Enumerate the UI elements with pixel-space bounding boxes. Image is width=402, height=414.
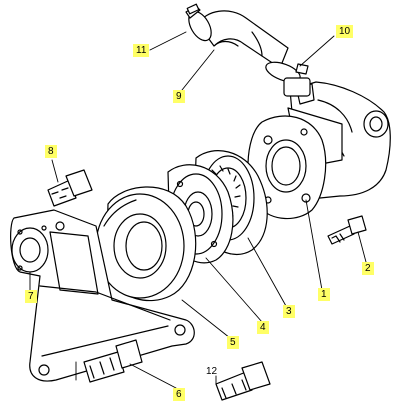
callout-2: 2: [362, 262, 374, 275]
callout-4: 4: [257, 321, 269, 334]
bolt-6: [83, 339, 143, 383]
hose-clamp-upper: [185, 3, 212, 42]
bolt-8: [47, 169, 93, 207]
callout-3: 3: [283, 305, 295, 318]
callout-12: 12: [206, 366, 218, 377]
callout-6: 6: [173, 388, 185, 401]
flange: [247, 115, 327, 220]
callout-8: 8: [45, 145, 57, 158]
callout-11: 11: [133, 44, 150, 57]
callout-5: 5: [227, 336, 239, 349]
hose: [197, 10, 289, 69]
pulley: [95, 186, 197, 302]
callout-7: 7: [25, 290, 37, 303]
bolt-2: [327, 215, 367, 245]
bolt-12: [215, 361, 271, 401]
callout-9: 9: [173, 90, 185, 103]
callout-1: 1: [318, 288, 330, 301]
leader-lines: [29, 31, 367, 389]
bracket: [10, 209, 195, 382]
callout-10: 10: [336, 25, 354, 38]
